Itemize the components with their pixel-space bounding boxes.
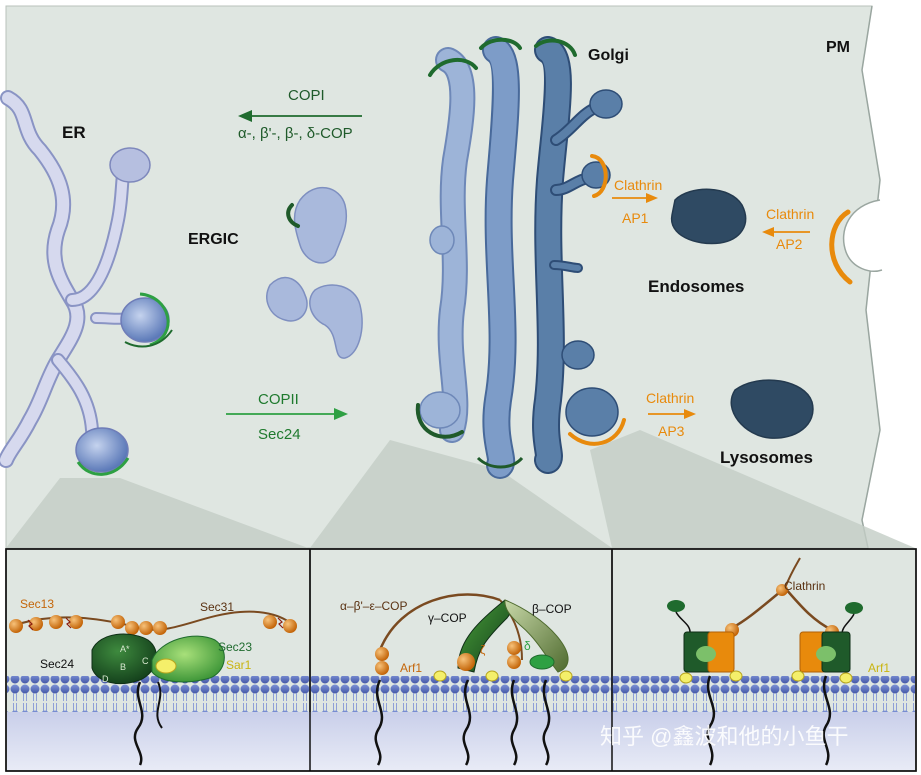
sec13-label: Sec13 <box>20 597 54 611</box>
copii-coat-panel: Sec13 Sec31 Sec23 Sec24 Sar1 A* B C D <box>9 597 297 766</box>
copi-label: COPI <box>288 87 325 104</box>
ap2-label: AP2 <box>776 236 803 252</box>
membrane-bilayer <box>7 676 915 712</box>
golgi-stack <box>415 36 626 479</box>
copi-coat-panel: α–β'–ε–COP γ–COP β–COP ζ δ Arf1 <box>340 593 573 766</box>
sar1-label: Sar1 <box>226 658 252 672</box>
clathrin-ap2-label: Clathrin <box>766 206 814 222</box>
lysosomes-label: Lysosomes <box>720 448 813 467</box>
site-d-label: D <box>102 674 109 684</box>
sec24-top-label: Sec24 <box>258 426 301 443</box>
sec31-label: Sec31 <box>200 600 234 614</box>
clathrin-panel-label: Clathrin <box>784 579 825 593</box>
pm-clathrin-coat <box>829 209 853 285</box>
ergic-label: ERGIC <box>188 231 239 248</box>
zeta-shape <box>457 653 475 671</box>
copi-arrow <box>238 110 362 122</box>
beta-cop-shape <box>504 599 569 673</box>
clathrin-coat-panel: Clathrin Arf1 <box>667 557 890 766</box>
ap2-arrow <box>762 227 810 237</box>
zoom-wedge-copi <box>310 440 612 548</box>
ap3-arrow <box>648 409 696 419</box>
plasma-membrane-edge <box>861 5 881 549</box>
copi-subunits-label: α-, β'-, β-, δ-COP <box>238 125 353 142</box>
er-bud-lower <box>75 427 129 473</box>
endosomes-label: Endosomes <box>648 277 744 296</box>
ergic-cluster <box>266 186 363 359</box>
zoom-wedge-clathrin <box>590 430 915 548</box>
golgi-label: Golgi <box>588 47 629 64</box>
zoom-wedge-copii <box>6 478 308 548</box>
ap1-arrow <box>612 193 658 203</box>
sar1-shape <box>155 658 177 674</box>
site-b-label: B <box>120 662 126 672</box>
ap3-label: AP3 <box>658 423 685 439</box>
endosome-shape <box>671 188 747 245</box>
er-membrane <box>0 90 173 476</box>
watermark: 知乎 @鑫波和他的小鱼干 <box>600 724 848 749</box>
pm-label: PM <box>826 39 850 56</box>
site-a-label: A* <box>120 644 130 654</box>
sec24-label: Sec24 <box>40 657 74 671</box>
sec23-label: Sec23 <box>218 640 252 654</box>
site-c-label: C <box>142 656 149 666</box>
pm-invagination <box>842 199 883 272</box>
abe-cop-label: α–β'–ε–COP <box>340 599 408 613</box>
sec13-beads <box>9 615 297 635</box>
beta-cop-label: β–COP <box>532 602 572 616</box>
golgi-trans-bud <box>565 387 619 437</box>
gamma-cop-label: γ–COP <box>428 611 467 625</box>
copii-label: COPII <box>258 391 299 408</box>
delta-label: δ <box>524 639 531 653</box>
arf1-copi-label: Arf1 <box>400 661 422 675</box>
zeta-label: ζ <box>480 643 486 657</box>
copii-arrow <box>226 408 348 420</box>
er-label: ER <box>62 123 86 142</box>
lysosome-shape <box>730 379 814 439</box>
clathrin-ap1-label: Clathrin <box>614 177 662 193</box>
delta-shape <box>529 654 555 670</box>
arf1-clathrin-label: Arf1 <box>868 661 890 675</box>
clathrin-ap3-label: Clathrin <box>646 390 694 406</box>
ap1-label: AP1 <box>622 210 649 226</box>
